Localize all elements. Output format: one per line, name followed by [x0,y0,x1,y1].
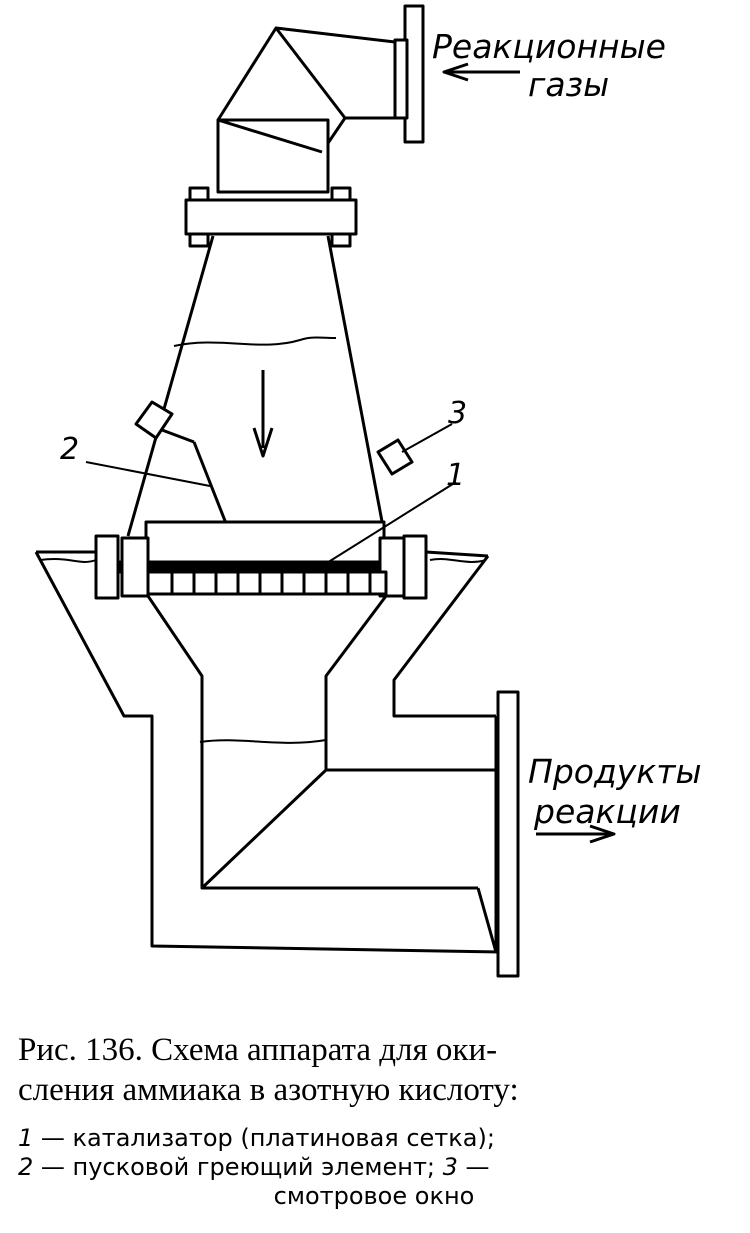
gas-inlet-label-line1: Реакционные [432,27,666,66]
outlet-flange [496,690,520,978]
callout-1: 1 [446,458,466,493]
inlet-flange [393,4,425,144]
sight-window-right [376,438,414,476]
legend-item-1: 1 — катализатор (платиновая сетка); [18,1124,730,1153]
apparatus-diagram [34,4,616,978]
legend-text-3: — [457,1153,490,1181]
legend-text-2: — пусковой греющий элемент; [33,1153,443,1181]
neck-flange [184,186,358,248]
legend-text-1: — катализатор (платиновая сетка); [33,1124,495,1152]
caption-title-line2: сления аммиака в азотную кислоту: [18,1072,519,1108]
legend-num-3: 3 [442,1153,458,1181]
cooling-jacket [34,550,501,954]
legend-num-1: 1 [18,1124,34,1152]
legend-item-3-cont: смотровое окно [273,1182,475,1210]
products-label-line1: Продукты [528,752,702,791]
products-label-line2: реакции [534,792,681,831]
gas-inlet-label: Реакционные газы [432,28,666,104]
caption-title-line1: Рис. 136. Схема аппарата для оки- [18,1032,498,1068]
figure-caption: Рис. 136. Схема аппарата для оки- сления… [18,1030,730,1211]
flow-arrow-right [536,824,616,844]
catalyst-chamber [94,520,428,600]
legend-item-2-3: 2 — пусковой греющий элемент; 3 — [18,1153,730,1182]
caption-title: Рис. 136. Схема аппарата для оки- сления… [18,1030,730,1110]
conical-body [126,235,386,537]
flow-arrow-left [442,62,520,82]
sight-window-left [134,400,195,444]
leader-line-1 [321,481,457,567]
products-label: Продукты реакции [528,752,702,832]
inlet-elbow [216,26,397,194]
leader-line-2 [85,461,211,487]
callout-3: 3 [448,396,468,431]
legend-num-2: 2 [18,1153,34,1181]
caption-legend: 1 — катализатор (платиновая сетка); 2 — … [18,1124,730,1211]
leader-line-3 [401,423,453,453]
flow-arrow-down [252,370,274,458]
gas-inlet-label-line2: газы [528,65,610,104]
callout-2: 2 [60,432,80,467]
